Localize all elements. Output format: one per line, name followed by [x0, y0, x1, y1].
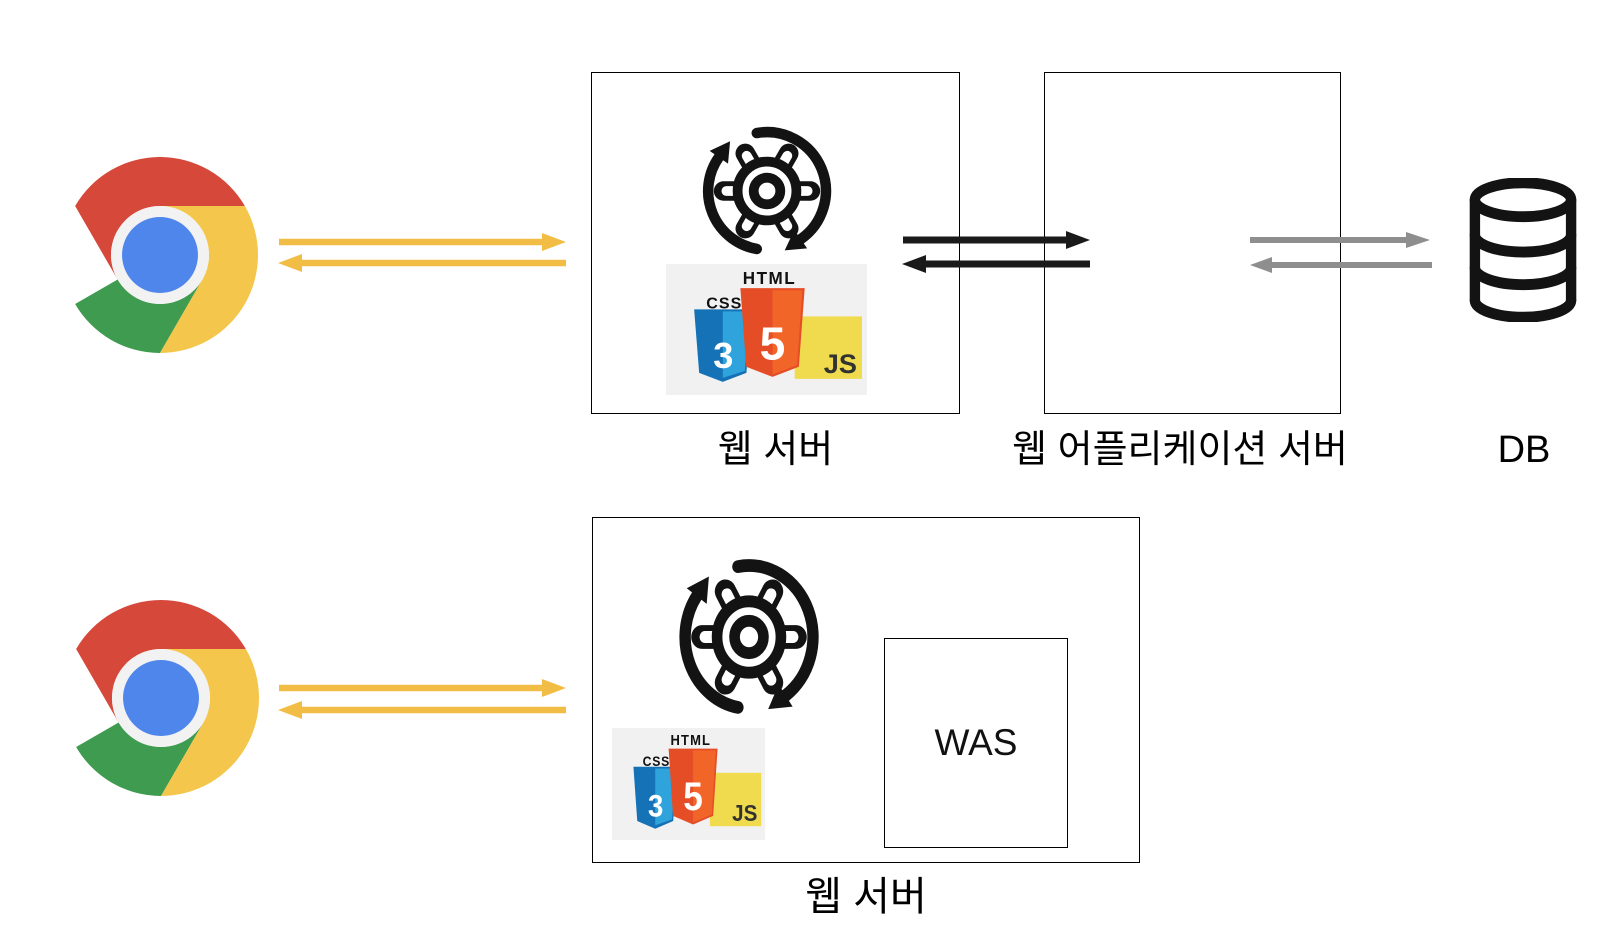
response-arrow-left [902, 255, 1090, 273]
sync-arrowheads [709, 141, 808, 251]
db-band-2 [1469, 262, 1577, 291]
js-badge: JS [794, 316, 862, 379]
css3-shield: 3 [633, 766, 678, 829]
js-badge: JS [709, 772, 762, 826]
html5-numeral: 5 [683, 774, 703, 818]
gear [691, 579, 807, 695]
js-wordmark: JS [732, 800, 757, 826]
html5-numeral: 5 [760, 318, 786, 370]
db-label: DB [1497, 429, 1551, 471]
db-top-ellipse [1469, 178, 1577, 223]
sync-gear-icon-bottom [679, 559, 819, 714]
response-arrow-left [278, 701, 566, 719]
web-application-server-label: 웹 어플리케이션 서버 [1012, 429, 1348, 471]
chrome-blue-center [122, 217, 198, 293]
html-wordmark: HTML [670, 731, 711, 748]
html5-shield: 5 [740, 288, 805, 377]
html5-css3-js-logo-top: HTML CSS 3 JS 5 [666, 264, 867, 395]
css-wordmark: CSS [643, 753, 670, 769]
gear [713, 143, 821, 239]
chrome-yellow-segment [160, 206, 258, 353]
sync-gear-icon-top [702, 126, 832, 255]
chrome-blue-center [123, 660, 199, 736]
css3-shield: 3 [694, 309, 752, 382]
chrome-browser-icon-top [75, 157, 258, 353]
black-arrows [902, 231, 1090, 273]
db-sides [1469, 194, 1577, 306]
request-arrow-right [279, 233, 566, 251]
chrome-yellow-segment [161, 649, 259, 796]
db-bottom [1469, 294, 1577, 322]
html5-shield: 5 [668, 748, 718, 825]
sync-arc-right [732, 559, 819, 702]
request-arrow-right [279, 679, 566, 697]
response-arrow-left [1250, 257, 1432, 273]
yellow-arrows-bottom [278, 679, 566, 719]
request-arrow-right [1250, 232, 1430, 248]
css-wordmark: CSS [706, 294, 742, 312]
chrome-red-segment [76, 600, 246, 723]
yellow-arrows-top [278, 233, 566, 272]
request-arrow-right [903, 231, 1090, 249]
sync-arc-left [702, 152, 763, 255]
db-band-1 [1469, 229, 1577, 258]
web-server-box-bottom [592, 517, 1140, 863]
chrome-red-segment [75, 157, 245, 280]
was-inner-box: WAS [884, 638, 1068, 848]
gray-arrows [1250, 232, 1432, 273]
html5-css3-js-logo-bottom: HTML CSS 3 JS 5 [612, 728, 765, 840]
js-wordmark: JS [824, 348, 857, 379]
css3-numeral: 3 [648, 789, 663, 824]
database-icon [1469, 178, 1577, 322]
was-label: WAS [934, 722, 1018, 763]
web-server-label-bottom: 웹 서버 [805, 875, 927, 919]
sync-arc-left [679, 589, 744, 714]
sync-arrowheads [686, 576, 793, 710]
css3-numeral: 3 [713, 335, 733, 376]
response-arrow-left [278, 254, 566, 272]
chrome-browser-icon-bottom [76, 600, 259, 796]
sync-arc-right [751, 126, 832, 245]
html-wordmark: HTML [743, 269, 796, 288]
web-server-label-top: 웹 서버 [717, 429, 834, 471]
